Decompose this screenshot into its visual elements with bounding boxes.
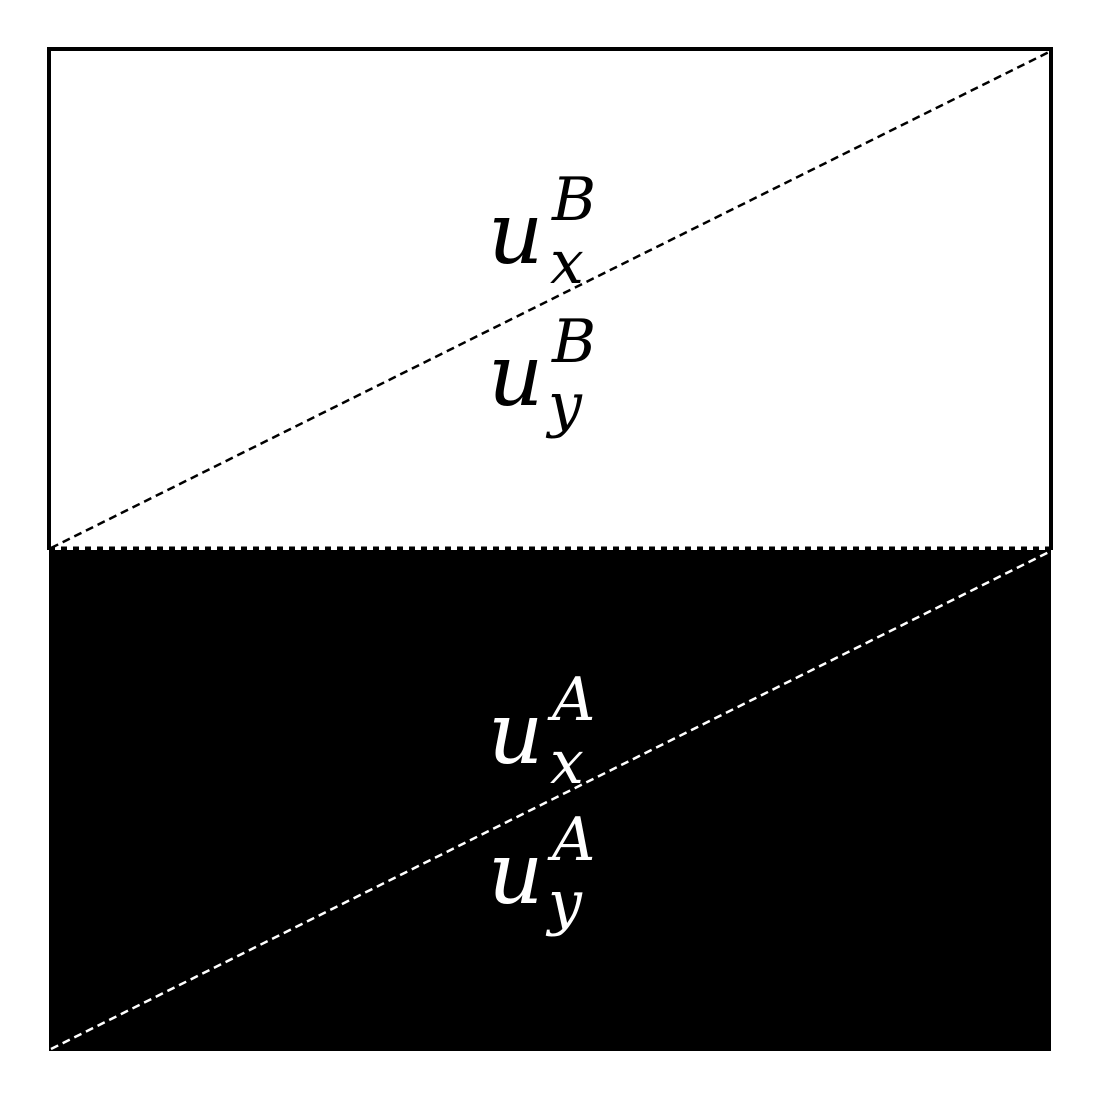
region-b-diagonal: [50, 50, 1050, 550]
region-b-outline: [47, 47, 1053, 550]
label-u-x-b: u B x: [488, 165, 601, 298]
label-u-y-a: u A y: [488, 805, 600, 938]
label-u-y-b: u B y: [488, 307, 601, 440]
region-a-diagonal: [50, 550, 1050, 1051]
label-u-x-a: u A x: [488, 665, 600, 798]
